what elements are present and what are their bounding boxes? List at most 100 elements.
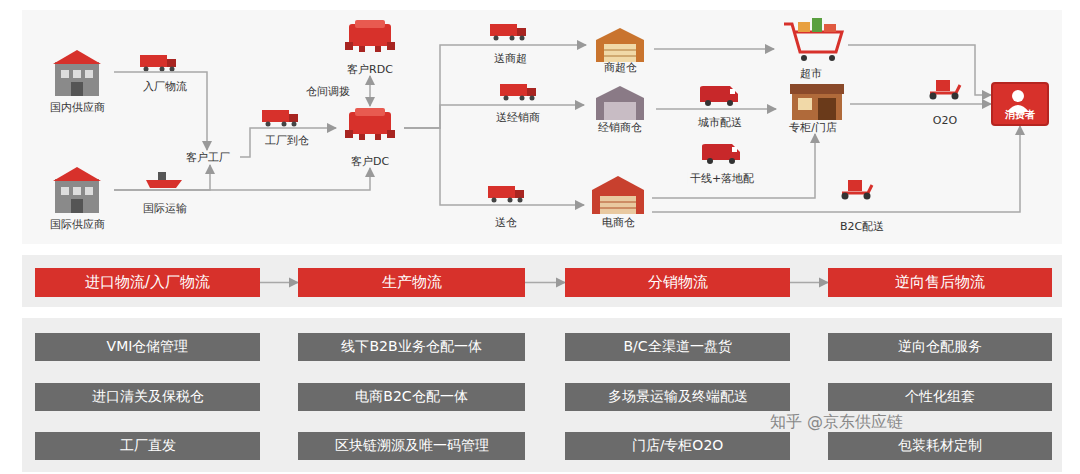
supplier-icon <box>53 50 101 96</box>
node-text: 客户RDC <box>336 63 404 76</box>
node-text: B/C全渠道一盘货 <box>623 338 731 356</box>
flow-arrow <box>404 105 584 128</box>
warehouse-icon <box>596 86 644 120</box>
service-box: B/C全渠道一盘货 <box>565 333 790 361</box>
service-box: 电商B2C仓配一体 <box>298 383 525 411</box>
service-box: 区块链溯源及唯一码管理 <box>298 432 525 460</box>
service-box: 门店/专柜O2O <box>565 432 790 460</box>
node-text: 消费者 <box>993 108 1047 122</box>
service-box: 进口清关及保税仓 <box>35 383 260 411</box>
flow-arrow <box>240 128 336 157</box>
site-node: 专柜/门店 <box>776 84 850 134</box>
edge-label: O2O <box>931 114 959 127</box>
node-text: 客户DC <box>336 155 404 168</box>
node-text: 进口清关及保税仓 <box>92 388 204 406</box>
flow-arrow <box>369 76 371 106</box>
site-node: 消费者 <box>991 82 1049 126</box>
flow-arrow <box>654 48 774 50</box>
service-box: 个性化组套 <box>828 383 1052 411</box>
site-node: 客户工厂 <box>176 150 240 165</box>
van-icon <box>702 144 740 164</box>
edge-label: B2C配送 <box>838 220 886 233</box>
stage-box: 分销物流 <box>565 268 790 297</box>
flow-arrow <box>848 45 991 95</box>
warehouse-icon <box>596 28 644 62</box>
warehouse-icon <box>592 176 644 214</box>
edge-label: 送经销商 <box>494 111 542 124</box>
node-text: 线下B2B业务仓配一体 <box>341 338 481 356</box>
service-box: 逆向仓配服务 <box>828 333 1052 361</box>
service-box: 工厂直发 <box>35 432 260 460</box>
node-text: 生产物流 <box>382 273 442 292</box>
edge-label: 送商超 <box>492 52 529 65</box>
flow-arrow <box>404 128 584 205</box>
edge-label: 入厂物流 <box>141 80 189 93</box>
stage-box: 逆向售后物流 <box>828 268 1052 297</box>
site-node: 国际供应商 <box>41 165 114 231</box>
stage-box: 生产物流 <box>298 268 525 297</box>
node-text: 专柜/门店 <box>776 121 850 134</box>
node-text: 逆向售后物流 <box>895 273 985 292</box>
node-text: 个性化组套 <box>905 388 975 406</box>
edge-label: 送仓 <box>493 216 519 229</box>
site-node: 国内供应商 <box>41 48 114 114</box>
stage-box: 进口物流/入厂物流 <box>35 268 260 297</box>
node-text: 客户工厂 <box>176 150 240 165</box>
service-box: 线下B2B业务仓配一体 <box>298 333 525 361</box>
service-box: 多场景运输及终端配送 <box>565 383 790 411</box>
node-text: 超市 <box>774 67 848 80</box>
flow-arrow <box>652 134 815 198</box>
service-box: VMI仓储管理 <box>35 333 260 361</box>
node-text: VMI仓储管理 <box>107 338 189 356</box>
dc-icon <box>345 20 395 52</box>
stage-band <box>22 255 1062 307</box>
node-text: 经销商仓 <box>584 121 656 134</box>
truck-icon <box>140 55 176 72</box>
truck-icon <box>490 24 526 41</box>
edge-label: 干线+落地配 <box>688 172 756 185</box>
edge-label: 城市配送 <box>696 116 744 129</box>
node-text: 多场景运输及终端配送 <box>608 388 748 406</box>
node-text: 商超仓 <box>586 61 654 74</box>
site-node: 电商仓 <box>584 175 652 229</box>
site-node: 商超仓 <box>586 28 654 74</box>
cart-icon <box>784 18 842 61</box>
scooter-icon <box>930 80 961 100</box>
site-node: 客户DC <box>336 106 404 168</box>
node-text: 进口物流/入厂物流 <box>85 273 210 292</box>
node-text: 工厂直发 <box>120 437 176 455</box>
site-node: 超市 <box>774 18 848 80</box>
node-text: 国内供应商 <box>41 101 114 114</box>
top-panel <box>22 10 1062 244</box>
ship-icon <box>146 172 182 188</box>
node-text: 电商B2C仓配一体 <box>355 388 467 406</box>
site-node: 客户RDC <box>336 18 404 76</box>
flow-arrow <box>114 165 210 190</box>
node-text: 国际供应商 <box>41 218 114 231</box>
site-node: 经销商仓 <box>584 86 656 134</box>
node-text: 电商仓 <box>584 216 652 229</box>
node-text: 逆向仓配服务 <box>898 338 982 356</box>
flow-arrow <box>652 126 1020 212</box>
node-text: 区块链溯源及唯一码管理 <box>335 437 489 455</box>
van-icon <box>700 86 738 106</box>
edge-label: 国际运输 <box>141 202 189 215</box>
flow-arrow <box>404 45 586 128</box>
flow-arrow <box>790 282 828 284</box>
scooter-icon <box>842 180 873 200</box>
edge-label: 仓间调拨 <box>304 85 352 98</box>
flow-arrow <box>114 72 207 150</box>
supplier-icon <box>53 167 101 213</box>
flow-arrow <box>260 282 298 284</box>
truck-icon <box>500 84 536 101</box>
flow-arrow <box>850 103 991 105</box>
dc-icon <box>345 108 395 140</box>
edge-label: 工厂到仓 <box>263 134 311 147</box>
flow-arrow <box>114 168 370 190</box>
node-text: 分销物流 <box>648 273 708 292</box>
service-box: 包装耗材定制 <box>828 432 1052 460</box>
store-icon <box>790 84 844 120</box>
flow-arrow <box>656 108 776 110</box>
node-text: 包装耗材定制 <box>898 437 982 455</box>
